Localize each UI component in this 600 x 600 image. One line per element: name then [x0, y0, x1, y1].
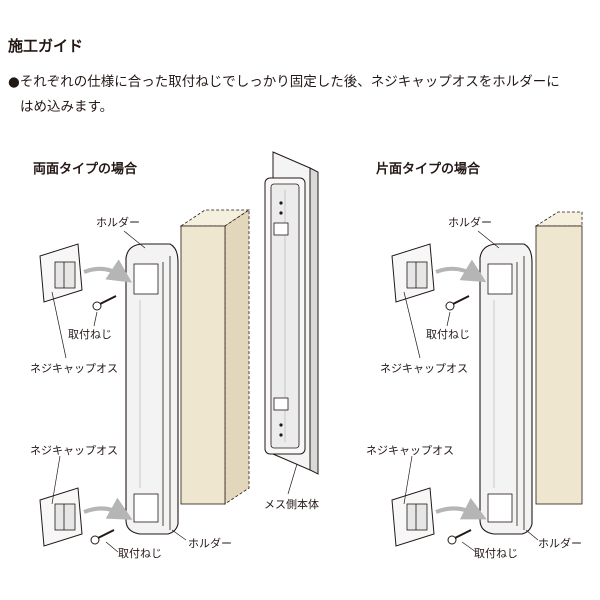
right-panel-heading: 片面タイプの場合	[376, 162, 481, 177]
left-holder-bar	[125, 243, 179, 535]
label-holder-bottom-right: ホルダー	[538, 536, 582, 550]
label-cap-bottom-right: ネジキャップオス	[366, 444, 454, 457]
label-holder-top: ホルダー	[96, 215, 140, 229]
right-screw-top-icon	[445, 295, 470, 311]
label-screw-bottom: 取付ねじ	[118, 547, 162, 560]
instruction-line-1: それぞれの仕様に合った取付ねじでしっかり固定した後、ネジキャップオスをホルダーに	[19, 74, 560, 90]
label-cap-top: ネジキャップオス	[30, 362, 118, 375]
left-screw-cap-bottom	[39, 487, 83, 547]
right-wall-block	[534, 211, 583, 505]
left-arrow-bottom	[83, 497, 133, 520]
left-arrow-top	[83, 259, 132, 283]
page-title: 施工ガイド	[8, 37, 84, 55]
left-leader-lines	[51, 230, 298, 553]
right-screw-bottom-icon	[447, 529, 472, 545]
right-screw-cap-top	[391, 243, 435, 303]
label-holder-top-right: ホルダー	[448, 215, 492, 229]
right-holder-bar	[479, 243, 533, 535]
right-arrow-top	[435, 259, 487, 283]
left-screw-cap-top	[39, 243, 83, 303]
label-cap-bottom: ネジキャップオス	[30, 444, 118, 457]
label-screw-top-right: 取付ねじ	[426, 328, 470, 341]
left-panel-heading: 両面タイプの場合	[33, 162, 138, 177]
instruction-line-2: はめ込みます。	[20, 99, 114, 115]
right-arrow-bottom	[435, 497, 487, 520]
right-leader-lines	[403, 230, 539, 553]
instruction-text: ●それぞれの仕様に合った取付ねじでしっかり固定した後、ネジキャップオスをホルダー…	[8, 70, 594, 120]
left-wall-block	[179, 209, 251, 505]
bullet-mark: ●	[8, 74, 20, 90]
left-screw-top-icon	[92, 295, 117, 311]
label-holder-bottom: ホルダー	[188, 536, 232, 550]
left-female-body	[264, 151, 319, 475]
left-screw-bottom-icon	[90, 529, 115, 545]
label-cap-top-right: ネジキャップオス	[380, 362, 468, 375]
right-screw-cap-bottom	[391, 487, 435, 547]
label-female-body: メス側本体	[264, 497, 319, 511]
label-screw-top: 取付ねじ	[68, 328, 112, 341]
label-screw-bottom-right: 取付ねじ	[474, 547, 518, 560]
